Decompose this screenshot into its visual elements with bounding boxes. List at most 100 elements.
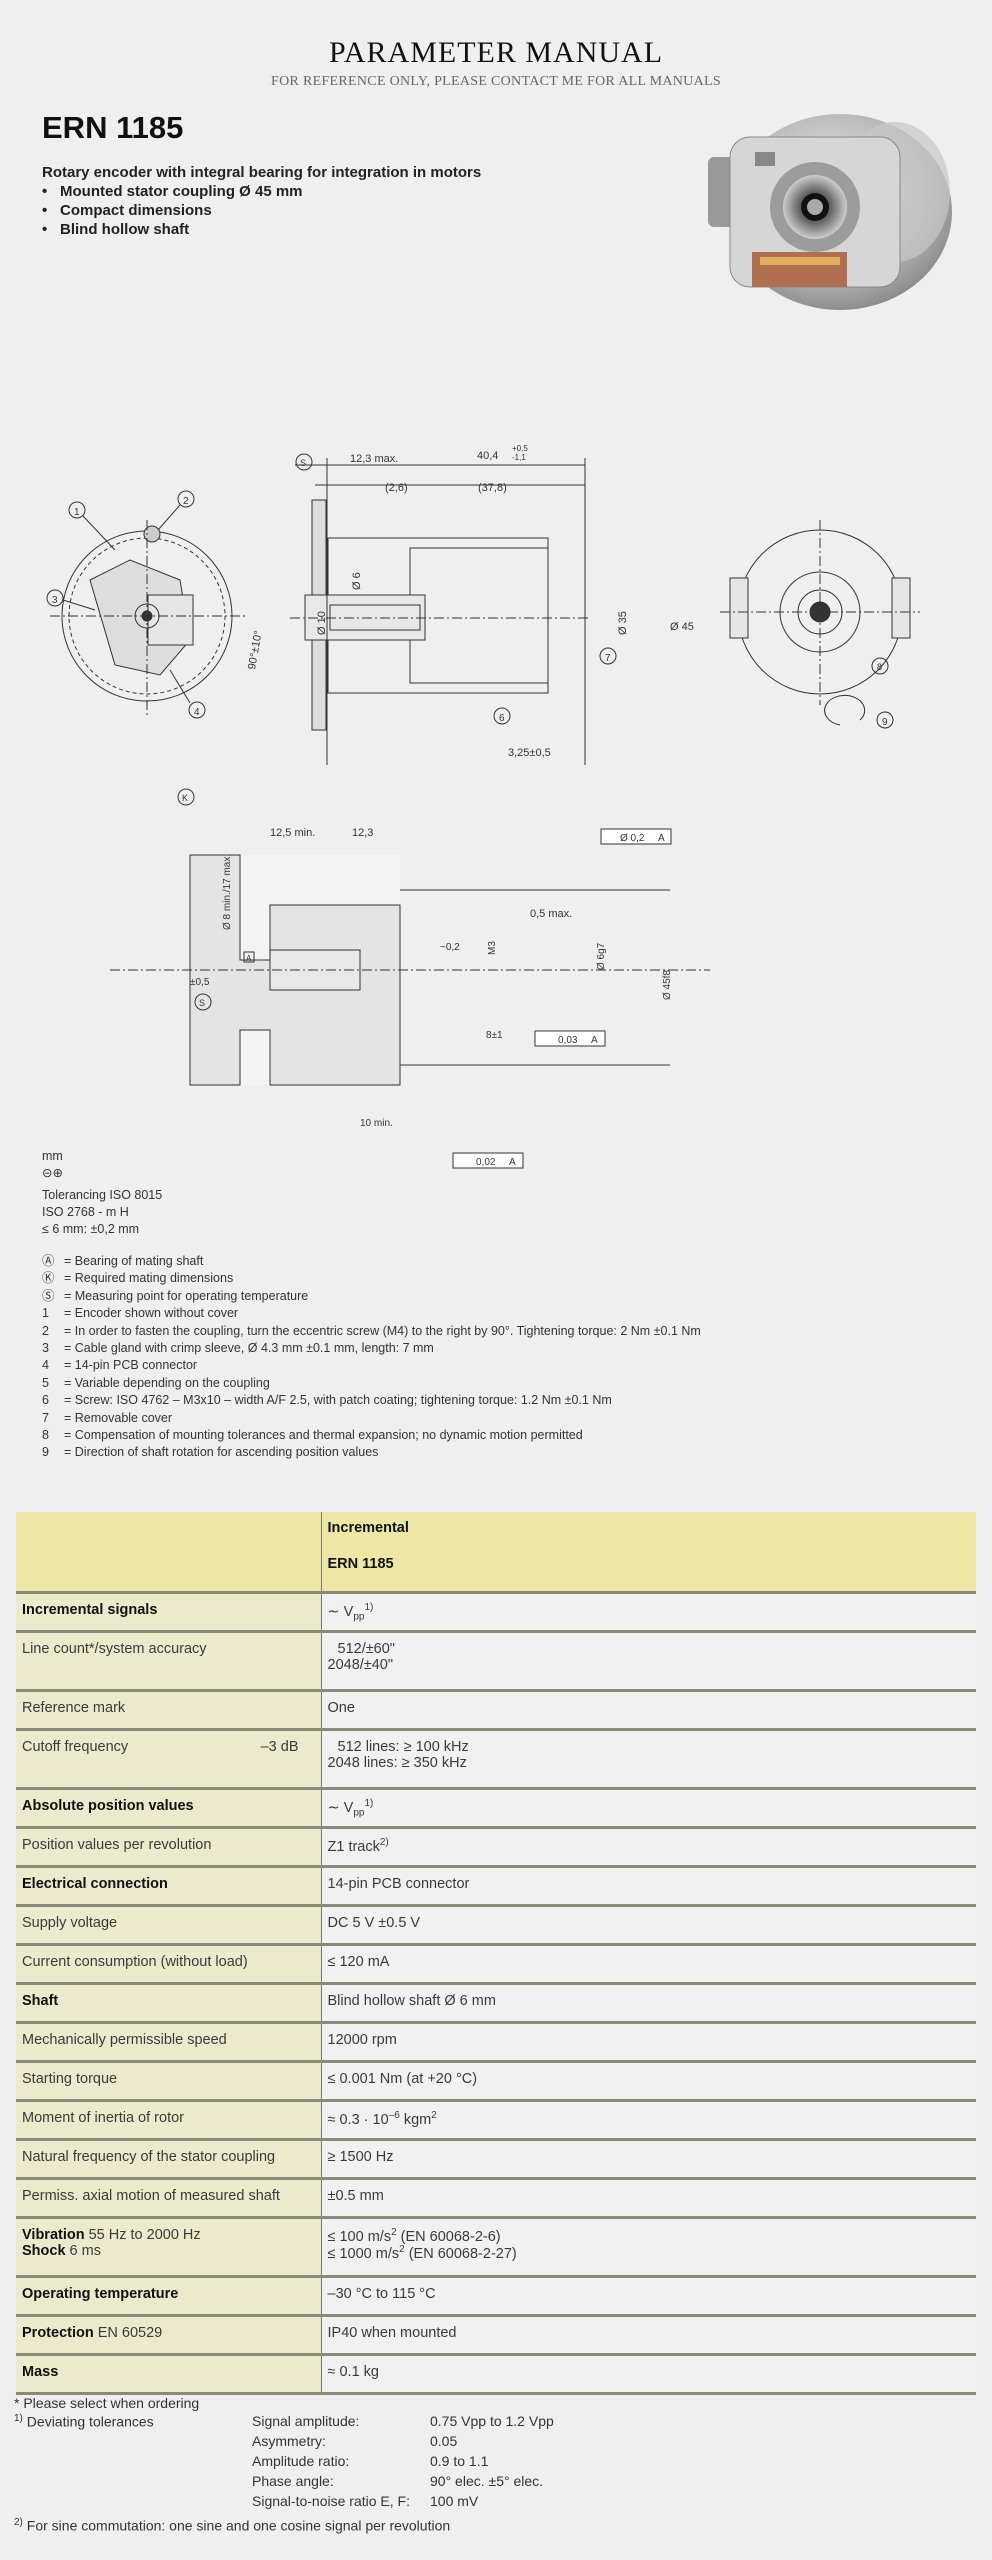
tolerance-symbol-icon: ⊝⊕ bbox=[42, 1166, 63, 1180]
table-row: Current consumption (without load) ≤ 120… bbox=[16, 1944, 976, 1985]
footnote-star: * Please select when ordering bbox=[14, 2395, 200, 2411]
page-subtitle: FOR REFERENCE ONLY, PLEASE CONTACT ME FO… bbox=[271, 74, 721, 89]
svg-text:S: S bbox=[199, 998, 205, 1008]
feature-label: Compact dimensions bbox=[60, 202, 212, 219]
svg-text:+0,5: +0,5 bbox=[512, 444, 528, 453]
technical-drawing: 1 2 3 4 90°±10° 12,3 max. 40,4 +0,5 -1,1… bbox=[46, 444, 920, 1169]
svg-text:±0,5: ±0,5 bbox=[190, 977, 210, 988]
param-value: 0.9 to 1.1 bbox=[430, 2453, 489, 2469]
header-model: ERN 1185 bbox=[327, 1556, 394, 1572]
legend-item: Ⓢ= Measuring point for operating tempera… bbox=[42, 1288, 309, 1303]
table-row: Moment of inertia of rotor ≈ 0.3 · 10–6 … bbox=[16, 2100, 976, 2141]
drawing-legend: Ⓐ= Bearing of mating shaft Ⓚ= Required m… bbox=[42, 1253, 701, 1462]
product-photo bbox=[708, 114, 952, 310]
product-name: ERN 1185 bbox=[42, 110, 184, 145]
svg-text:0,03: 0,03 bbox=[558, 1035, 578, 1046]
row-label: Natural frequency of the stator coupling bbox=[16, 2139, 321, 2180]
param-name: Signal amplitude: bbox=[252, 2413, 360, 2429]
legend-item: 9= Direction of shaft rotation for ascen… bbox=[42, 1445, 379, 1460]
svg-text:Ø 10: Ø 10 bbox=[316, 611, 328, 635]
param-name: Phase angle: bbox=[252, 2473, 334, 2489]
svg-text:A: A bbox=[246, 954, 252, 963]
row-label: Position values per revolution bbox=[16, 1827, 321, 1868]
row-value: Z1 track2) bbox=[320, 1827, 976, 1868]
table-row: Cutoff frequency–3 dB 512 lines: ≥ 100 k… bbox=[16, 1729, 976, 1790]
feature-label: Mounted stator coupling Ø 45 mm bbox=[60, 183, 303, 200]
row-label: Protection EN 60529 bbox=[16, 2315, 321, 2356]
svg-text:4: 4 bbox=[194, 707, 200, 718]
row-value: ∼ Vpp1) bbox=[320, 1592, 976, 1633]
svg-text:3,25±0,5: 3,25±0,5 bbox=[508, 747, 551, 759]
row-label: Permiss. axial motion of measured shaft bbox=[16, 2178, 321, 2219]
svg-text:7: 7 bbox=[605, 653, 611, 664]
legend-item: 6= Screw: ISO 4762 – M3x10 – width A/F 2… bbox=[42, 1393, 612, 1408]
svg-text:K: K bbox=[182, 793, 188, 803]
row-value: ≈ 0.1 kg bbox=[320, 2354, 976, 2395]
iso-note: ISO 2768 - m H bbox=[42, 1205, 129, 1219]
legend-item: 7= Removable cover bbox=[42, 1410, 173, 1425]
header-incremental: Incremental bbox=[327, 1520, 409, 1536]
param-name: Amplitude ratio: bbox=[252, 2453, 350, 2469]
small-dim-note: ≤ 6 mm: ±0,2 mm bbox=[42, 1222, 140, 1236]
svg-text:Ø 0,2: Ø 0,2 bbox=[620, 833, 645, 844]
row-label: Supply voltage bbox=[16, 1905, 321, 1946]
svg-text:Ø 6g7: Ø 6g7 bbox=[596, 942, 607, 970]
header-empty-cell bbox=[16, 1512, 321, 1594]
svg-text:10 min.: 10 min. bbox=[360, 1118, 393, 1129]
row-label: Absolute position values bbox=[16, 1788, 321, 1829]
svg-text:1: 1 bbox=[74, 507, 80, 518]
svg-text:2: 2 bbox=[183, 496, 189, 507]
param-value: 0.75 Vpp to 1.2 Vpp bbox=[430, 2413, 554, 2429]
param-value: 90° elec. ±5° elec. bbox=[430, 2473, 544, 2489]
legend-item: 5= Variable depending on the coupling bbox=[42, 1375, 270, 1390]
svg-text:~0,2: ~0,2 bbox=[440, 942, 460, 953]
svg-text:A: A bbox=[509, 1157, 516, 1168]
param-name: Signal-to-noise ratio E, F: bbox=[252, 2493, 410, 2509]
row-label: Electrical connection bbox=[16, 1866, 321, 1907]
svg-text:S: S bbox=[300, 458, 306, 468]
footnote-two: 2) For sine commutation: one sine and on… bbox=[14, 2517, 451, 2534]
table-row: Permiss. axial motion of measured shaft … bbox=[16, 2178, 976, 2219]
table-row: Supply voltage DC 5 V ±0.5 V bbox=[16, 1905, 976, 1946]
param-value: 100 mV bbox=[430, 2493, 479, 2509]
svg-text:3: 3 bbox=[52, 595, 58, 606]
legend-item: 3= Cable gland with crimp sleeve, Ø 4.3 … bbox=[42, 1340, 434, 1355]
row-value: IP40 when mounted bbox=[320, 2315, 976, 2356]
table-row: Natural frequency of the stator coupling… bbox=[16, 2139, 976, 2180]
param-name: Asymmetry: bbox=[252, 2433, 326, 2449]
svg-text:8: 8 bbox=[877, 662, 882, 672]
row-value: ≤ 120 mA bbox=[320, 1944, 976, 1985]
row-value: 14-pin PCB connector bbox=[320, 1866, 976, 1907]
table-row: Line count*/system accuracy 512/±60"2048… bbox=[16, 1631, 976, 1692]
svg-text:12,5 min.: 12,5 min. bbox=[270, 827, 315, 839]
table-row: Electrical connection 14-pin PCB connect… bbox=[16, 1866, 976, 1907]
row-value: One bbox=[320, 1690, 976, 1731]
footnote-one: 1) Deviating tolerances bbox=[14, 2413, 154, 2430]
row-label: Operating temperature bbox=[16, 2276, 321, 2317]
svg-text:M3: M3 bbox=[487, 941, 498, 955]
svg-text:A: A bbox=[658, 833, 665, 844]
mating-view: K 12,5 min. 12,3 0,5 max. Ø 8 min./17 ma… bbox=[110, 788, 710, 1169]
svg-text:(37,8): (37,8) bbox=[478, 482, 507, 494]
svg-text:Ø 8 min./17 max.: Ø 8 min./17 max. bbox=[222, 854, 233, 930]
row-value: ≤ 100 m/s2 (EN 60068-2-6) ≤ 1000 m/s2 (E… bbox=[320, 2217, 976, 2278]
table-row: Starting torque ≤ 0.001 Nm (at +20 °C) bbox=[16, 2061, 976, 2102]
table-row: Incremental signals ∼ Vpp1) bbox=[16, 1592, 976, 1633]
unit-label: mm bbox=[42, 1149, 63, 1163]
row-label: Starting torque bbox=[16, 2061, 321, 2102]
row-value: ≥ 1500 Hz bbox=[320, 2139, 976, 2180]
header-cell: Incremental ERN 1185 bbox=[320, 1512, 976, 1594]
tolerance-notes: mm ⊝⊕ Tolerancing ISO 8015 ISO 2768 - m … bbox=[42, 1148, 162, 1238]
svg-text:(2,6): (2,6) bbox=[385, 482, 408, 494]
row-value: –30 °C to 115 °C bbox=[320, 2276, 976, 2317]
product-description: Rotary encoder with integral bearing for… bbox=[42, 164, 482, 181]
feature-label: Blind hollow shaft bbox=[60, 221, 190, 238]
row-value: 12000 rpm bbox=[320, 2022, 976, 2063]
svg-text:-1,1: -1,1 bbox=[512, 453, 526, 462]
front-view: 1 2 3 4 90°±10° bbox=[46, 490, 265, 719]
table-row: Shaft Blind hollow shaft Ø 6 mm bbox=[16, 1983, 976, 2024]
row-value: DC 5 V ±0.5 V bbox=[320, 1905, 976, 1946]
feature-item: •Compact dimensions bbox=[42, 202, 212, 219]
row-value: Blind hollow shaft Ø 6 mm bbox=[320, 1983, 976, 2024]
